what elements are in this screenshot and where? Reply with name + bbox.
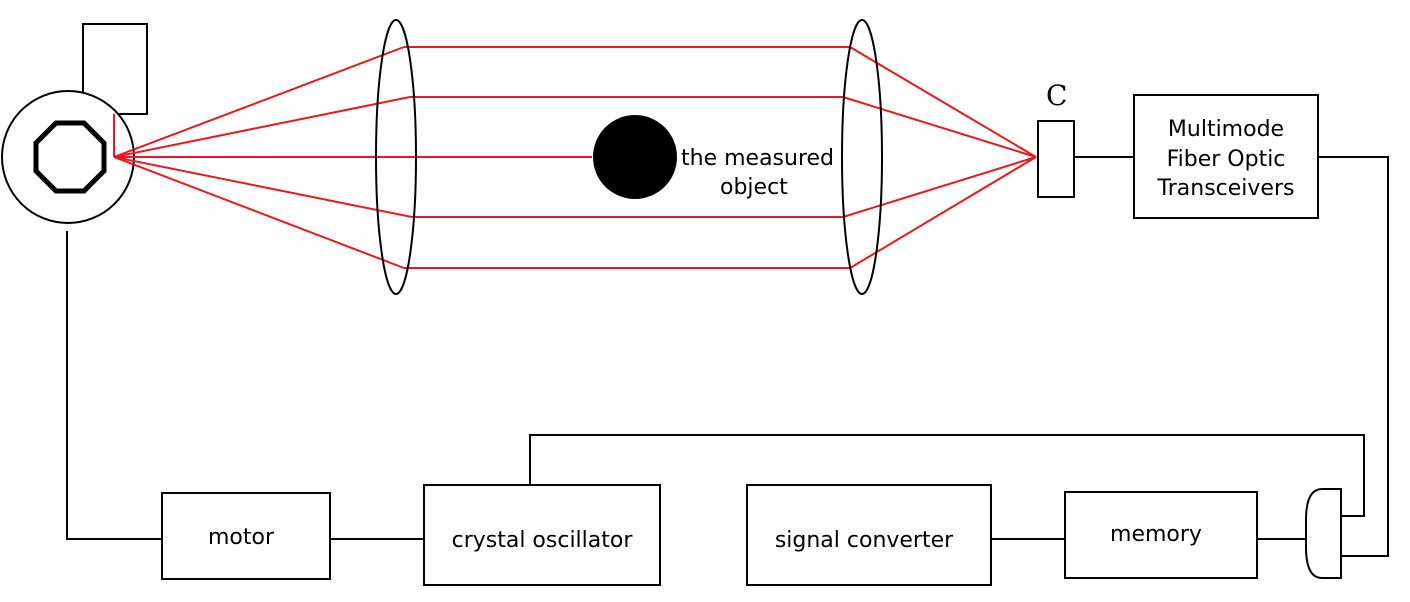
crystal-oscillator-label: crystal oscillator [452, 528, 634, 553]
wire-scanner-motor [66, 231, 162, 540]
signal-converter-label: signal converter [775, 528, 954, 553]
transceiver-label-line1: Multimode [1168, 117, 1284, 142]
lens-icon [841, 19, 883, 295]
memory-label: memory [1110, 522, 1202, 547]
measured-object-label-line2: object [720, 175, 788, 200]
detector-c-label: C [1046, 79, 1067, 112]
parallel-rays [404, 46, 850, 269]
converging-rays [842, 46, 1037, 269]
memory-box [1064, 491, 1258, 579]
lens-icon [375, 19, 417, 295]
measured-object-label-line1: the measured [681, 146, 834, 171]
and-gate-icon [1305, 488, 1342, 579]
measured-object [593, 115, 677, 199]
signal-converter-box [746, 484, 992, 586]
crystal-oscillator-box [423, 484, 661, 586]
incident-rays [113, 46, 592, 269]
motor-label: motor [208, 525, 275, 550]
motor-box [161, 492, 331, 580]
wire-oscillator-gate [529, 434, 1365, 517]
transceiver-label-line3: Transceivers [1157, 176, 1295, 201]
wire-transceiver-gate [1318, 156, 1389, 557]
transceiver-label-line2: Fiber Optic [1167, 147, 1286, 172]
detector-c [1037, 120, 1075, 198]
